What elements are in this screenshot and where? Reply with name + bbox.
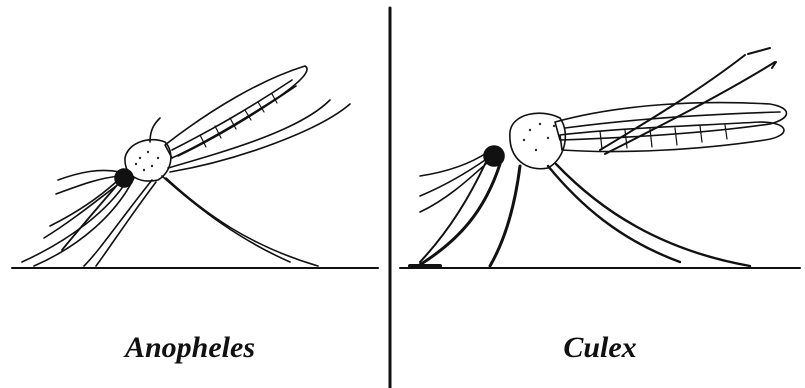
anopheles-wing <box>165 66 307 158</box>
anopheles-proboscis <box>62 184 118 250</box>
anopheles-illustration <box>22 66 350 266</box>
anopheles-label: Anopheles <box>60 328 320 368</box>
culex-illustration <box>410 48 787 266</box>
culex-label: Culex <box>470 328 730 368</box>
